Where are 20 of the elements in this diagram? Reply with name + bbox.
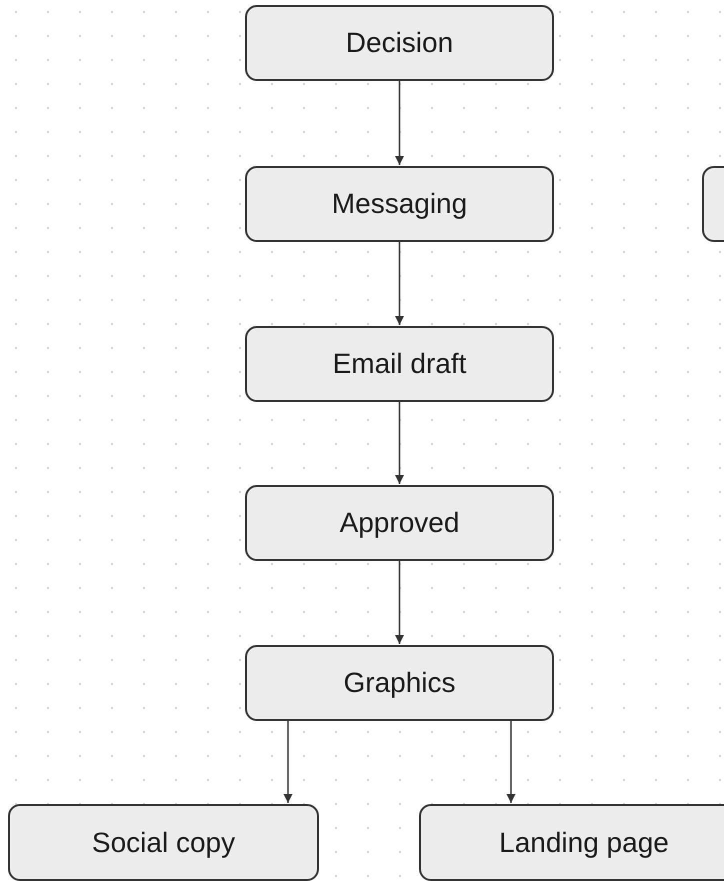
process-box	[245, 485, 554, 561]
process-box	[419, 804, 724, 881]
arrow	[395, 81, 404, 165]
box-label: Approved	[340, 507, 460, 539]
process-box	[245, 326, 554, 402]
box-label: Social copy	[92, 826, 236, 858]
arrow	[395, 242, 404, 325]
box-label: Messaging	[332, 188, 468, 220]
process-box	[8, 804, 319, 881]
process-box	[245, 166, 554, 242]
arrow	[395, 402, 404, 484]
arrow	[506, 721, 516, 803]
box-label: Landing page	[499, 826, 669, 858]
process-box	[245, 5, 554, 81]
process-box	[245, 645, 554, 721]
box-label: Email draft	[332, 348, 466, 380]
arrow	[395, 561, 404, 644]
box-label: Graphics	[343, 667, 456, 699]
arrow	[284, 721, 292, 803]
box-label: Decision	[346, 27, 454, 59]
